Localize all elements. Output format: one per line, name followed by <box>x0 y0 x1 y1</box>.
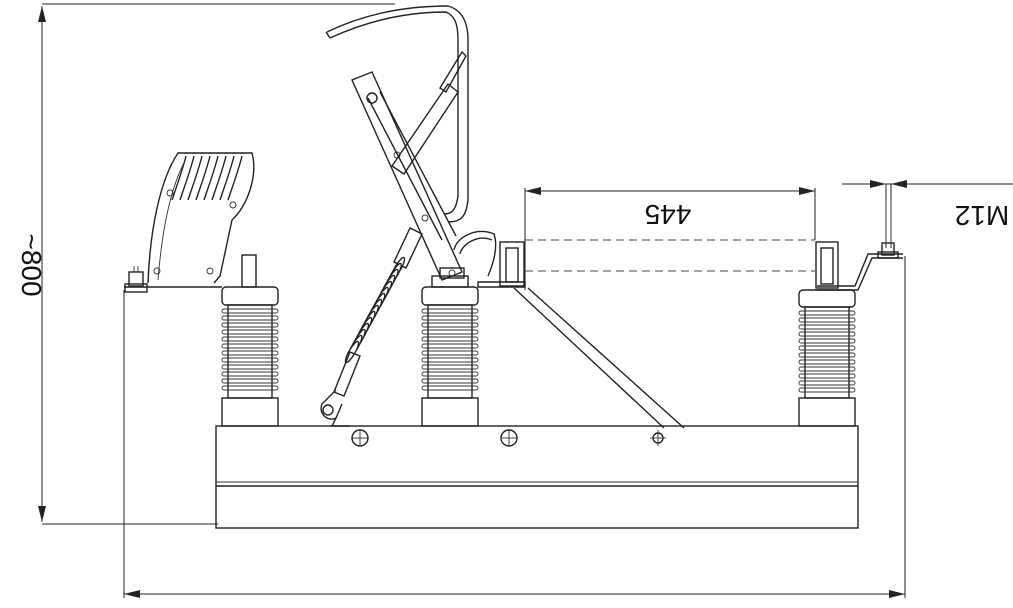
insulator-rib <box>421 336 479 342</box>
insulator-rib <box>421 364 479 370</box>
insulator-rib <box>798 387 856 393</box>
insulator-rib <box>798 324 856 330</box>
insulator-rib <box>421 308 479 314</box>
insulator-rib <box>798 373 856 379</box>
insulator-middle <box>421 286 479 427</box>
insulator-rib <box>421 378 479 384</box>
insulator-rib <box>798 345 856 351</box>
arc-chute-fin <box>195 155 211 201</box>
insulator-rib <box>221 322 279 328</box>
arc-chute-fin <box>179 155 195 201</box>
arc-chute-fin <box>211 155 227 201</box>
insulator-rib <box>221 385 279 391</box>
fuse-link <box>499 239 839 289</box>
height-dimension-label: ~800 <box>16 233 47 296</box>
mounting-hole <box>650 430 666 446</box>
support-strut <box>513 287 685 429</box>
insulator-rib <box>221 343 279 349</box>
insulator-rib <box>798 317 856 323</box>
hinge-bolt <box>439 267 465 279</box>
operating-rod <box>320 82 459 427</box>
insulator-rib <box>798 366 856 372</box>
span-dimension: 445 <box>524 187 816 290</box>
insulator-rib <box>221 350 279 356</box>
insulator-left <box>221 254 279 427</box>
thread-dimension: M12 <box>842 180 1013 248</box>
mounting-hole <box>500 429 518 447</box>
insulator-rib <box>421 357 479 363</box>
insulator-rib <box>221 371 279 377</box>
insulator-rib <box>221 364 279 370</box>
height-dimension: ~800 <box>16 3 395 525</box>
insulator-rib <box>221 336 279 342</box>
base-frame <box>215 425 859 529</box>
insulator-rib <box>421 315 479 321</box>
span-dimension-label: 445 <box>645 199 692 230</box>
insulator-rib <box>421 329 479 335</box>
insulator-right <box>798 289 856 427</box>
insulator-rib <box>221 308 279 314</box>
arc-chute-fin <box>187 155 203 201</box>
switch-blade <box>325 5 469 281</box>
insulator-rib <box>798 359 856 365</box>
insulator-rib <box>798 352 856 358</box>
arc-chute-fin <box>171 155 187 201</box>
insulator-rib <box>798 331 856 337</box>
terminal-bolt-left <box>124 266 148 293</box>
insulator-rib <box>421 322 479 328</box>
insulator-rib <box>798 338 856 344</box>
arc-chute-fin <box>219 155 235 201</box>
length-dimension <box>123 256 906 598</box>
insulator-rib <box>221 329 279 335</box>
arc-chute-fin <box>203 155 219 201</box>
mounting-hole <box>351 429 369 447</box>
insulator-rib <box>798 310 856 316</box>
thread-dimension-label: M12 <box>955 200 1009 231</box>
terminal-right <box>817 200 903 291</box>
insulator-rib <box>798 380 856 386</box>
arc-chute <box>124 152 255 293</box>
insulator-rib <box>221 378 279 384</box>
contact-head <box>431 230 526 288</box>
insulator-rib <box>421 385 479 391</box>
arc-chute-fin <box>227 155 243 201</box>
insulator-rib <box>421 350 479 356</box>
insulator-rib <box>221 315 279 321</box>
insulator-rib <box>221 357 279 363</box>
insulator-rib <box>421 371 479 377</box>
insulator-rib <box>421 343 479 349</box>
